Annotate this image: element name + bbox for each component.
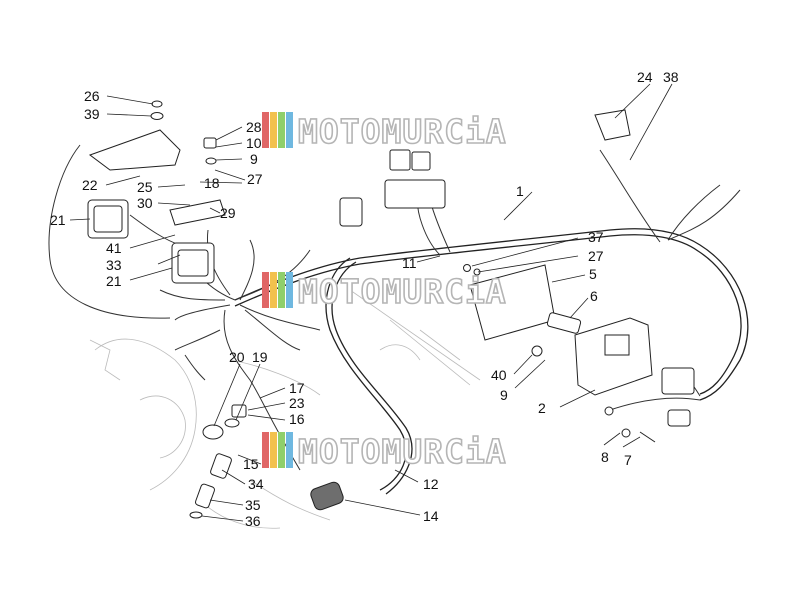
callout-7: 7	[624, 452, 632, 468]
leader-lines	[69, 83, 673, 522]
sensor-16-20	[202, 404, 247, 440]
callout-27-lower: 27	[588, 248, 604, 264]
watermark-stripe	[262, 112, 269, 148]
callout-21-lower: 21	[106, 273, 122, 289]
watermark-stripe	[262, 272, 269, 308]
callout-27-upper: 27	[247, 171, 263, 187]
frame-outline	[89, 289, 481, 529]
relay-fuse-block	[339, 149, 446, 227]
watermark-stripe	[278, 272, 285, 308]
callout-20: 20	[229, 349, 245, 365]
callout-9-lower: 9	[500, 387, 508, 403]
callout-33: 33	[106, 257, 122, 273]
watermark-stripe	[286, 432, 293, 468]
watermark-stripe	[286, 272, 293, 308]
switch-24	[594, 109, 631, 141]
callout-26: 26	[84, 88, 100, 104]
callout-41: 41	[106, 240, 122, 256]
callout-10: 10	[246, 135, 262, 151]
spark-plug-cap-14	[310, 481, 344, 511]
callout-25: 25	[137, 179, 153, 195]
callout-21-upper: 21	[50, 212, 66, 228]
callout-36: 36	[245, 513, 261, 529]
watermark-stripe	[278, 432, 285, 468]
watermark-middle: MOTOMURCiA	[262, 271, 507, 312]
callout-labels: 1 2 5 6 7 8 9 9 10 11 12 13 14 15 16 17 …	[50, 69, 679, 529]
callout-34: 34	[248, 476, 264, 492]
callout-35: 35	[245, 497, 261, 513]
callout-2: 2	[538, 400, 546, 416]
callout-12: 12	[423, 476, 439, 492]
callout-15: 15	[243, 456, 259, 472]
spacer-6	[546, 312, 582, 334]
connector-right	[661, 367, 695, 427]
watermark-text: MOTOMURCiA	[298, 432, 507, 471]
callout-40: 40	[491, 367, 507, 383]
callout-6: 6	[590, 288, 598, 304]
callout-37: 37	[588, 229, 604, 245]
watermark-text: MOTOMURCiA	[298, 112, 507, 151]
watermark-stripe	[278, 112, 285, 148]
watermark-stripe	[270, 432, 277, 468]
watermark-top: MOTOMURCiA	[262, 111, 507, 152]
coil-lower	[171, 242, 215, 284]
watermark-stripe	[286, 112, 293, 148]
callout-5: 5	[589, 266, 597, 282]
watermark-stripe	[270, 112, 277, 148]
callout-16: 16	[289, 411, 305, 427]
callout-14: 14	[423, 508, 439, 524]
callout-1: 1	[516, 183, 524, 199]
callout-22: 22	[82, 177, 98, 193]
callout-24: 24	[637, 69, 653, 85]
callout-30: 30	[137, 195, 153, 211]
callout-11: 11	[402, 255, 417, 271]
callout-39: 39	[84, 106, 100, 122]
callout-17: 17	[289, 380, 305, 396]
callout-23: 23	[289, 395, 305, 411]
callout-28: 28	[246, 119, 262, 135]
callout-19: 19	[252, 349, 268, 365]
callout-9-upper: 9	[250, 151, 258, 167]
sensor-34-35	[189, 453, 232, 519]
callout-18: 18	[204, 175, 220, 191]
callout-8: 8	[601, 449, 609, 465]
coil-upper	[87, 199, 129, 239]
callout-29: 29	[220, 205, 236, 221]
control-unit	[574, 317, 653, 396]
callout-38: 38	[663, 69, 679, 85]
watermark-bottom: MOTOMURCiA	[262, 431, 507, 472]
watermark-text: MOTOMURCiA	[298, 272, 507, 311]
watermark-stripe	[270, 272, 277, 308]
mounting-bracket	[88, 129, 226, 226]
watermark-stripe	[262, 432, 269, 468]
